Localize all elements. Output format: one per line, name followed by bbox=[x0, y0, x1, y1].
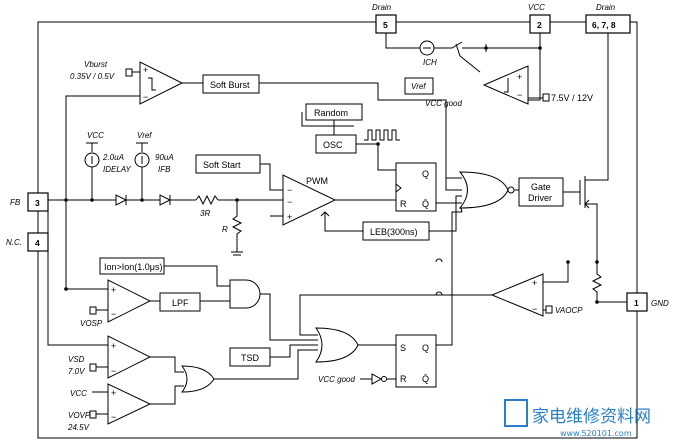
uvlo-comparator bbox=[482, 65, 529, 105]
vcc-good-top-label: VCC good bbox=[425, 99, 462, 108]
diode-1-icon bbox=[115, 194, 128, 206]
soft-burst-comparator bbox=[139, 61, 184, 105]
uvlo-plus: + bbox=[517, 72, 522, 82]
resistor-3r-icon bbox=[195, 194, 219, 206]
latch-s: S bbox=[400, 343, 406, 353]
sd-minus: − bbox=[111, 366, 116, 376]
pin-nc-name: N.C. bbox=[6, 238, 22, 247]
aocp-plus: + bbox=[532, 278, 537, 288]
soft-burst-label: Soft Burst bbox=[210, 80, 250, 90]
vref-block bbox=[404, 77, 434, 95]
gate-driver-line1: Gate bbox=[531, 182, 551, 192]
ovp-minus: − bbox=[111, 412, 116, 422]
osc-label: OSC bbox=[323, 140, 343, 150]
vaocp-label: VAOCP bbox=[555, 306, 583, 315]
wire-drain5 bbox=[385, 33, 420, 49]
diode-2-icon bbox=[159, 194, 172, 206]
pin-gnd-name: GND bbox=[651, 299, 669, 308]
latch-r: R bbox=[400, 374, 407, 384]
soft-burst-block bbox=[202, 74, 260, 94]
pin-vcc2-name: VCC bbox=[528, 3, 545, 12]
pin-drain678-number: 6, 7, 8 bbox=[592, 20, 616, 30]
ff-r: R bbox=[400, 199, 407, 209]
uvlo-thresholds: 7.5V / 12V bbox=[551, 93, 593, 103]
leb-label: LEB(300ns) bbox=[370, 227, 418, 237]
resistor-r-icon bbox=[231, 200, 243, 252]
pin-vcc2-number: 2 bbox=[537, 20, 542, 30]
osp-comparator bbox=[107, 279, 152, 323]
fb-vref-label: Vref bbox=[137, 131, 152, 140]
and-gate bbox=[229, 279, 261, 309]
pwm-minus2: − bbox=[287, 197, 292, 207]
sd-comparator bbox=[107, 335, 152, 379]
vsd-label: VSD bbox=[68, 355, 85, 364]
vburst-levels: 0.35V / 0.5V bbox=[70, 72, 115, 81]
res-3r-label: 3R bbox=[200, 209, 210, 218]
watermark-text: 家电维修资料网 bbox=[532, 407, 651, 427]
uvlo-minus: − bbox=[517, 90, 522, 100]
on-time-label: Ion>Ion(1.0μs) bbox=[104, 262, 162, 272]
vosp-label: VOSP bbox=[80, 319, 103, 328]
ff-q: Q bbox=[422, 169, 429, 179]
inverter-icon bbox=[371, 373, 383, 385]
tsd-label: TSD bbox=[241, 353, 260, 363]
ifb-label: IFB bbox=[158, 165, 171, 174]
vref-block-label: Vref bbox=[411, 82, 426, 91]
delay-current-value: 2.0uA bbox=[102, 153, 124, 162]
pwm-plus: + bbox=[287, 212, 292, 222]
random-label: Random bbox=[314, 108, 348, 118]
pin-drain5-name: Drain bbox=[372, 3, 392, 12]
pin-drain678-name: Drain bbox=[596, 3, 616, 12]
vovp-value: 24.5V bbox=[67, 423, 90, 432]
pin-drain5-number: 5 bbox=[383, 20, 388, 30]
aocp-comparator bbox=[490, 273, 544, 317]
pwm-label: PWM bbox=[306, 176, 328, 186]
osp-minus: − bbox=[111, 309, 116, 319]
ovp-comparator bbox=[107, 383, 152, 425]
latch-q: Q bbox=[422, 343, 429, 353]
idelay-label: IDELAY bbox=[103, 165, 132, 174]
vburst-label: Vburst bbox=[84, 60, 108, 69]
fb-current-value: 90uA bbox=[155, 153, 174, 162]
vsd-value: 7.0V bbox=[68, 367, 85, 376]
vovp-label: VOVP bbox=[68, 411, 91, 420]
or-gate-large bbox=[315, 327, 359, 363]
pwm-flipflop bbox=[395, 162, 437, 212]
ich-label: ICH bbox=[423, 58, 437, 67]
pin-fb-number: 3 bbox=[35, 198, 40, 208]
lpf-block bbox=[159, 292, 201, 312]
switch-control-wire bbox=[455, 43, 461, 57]
clock-waveform-icon bbox=[364, 129, 400, 141]
startup-switch bbox=[434, 41, 463, 49]
or-gate-small bbox=[180, 365, 215, 393]
burst-plus: + bbox=[143, 65, 148, 75]
nor-gate bbox=[458, 171, 509, 209]
burst-minus: − bbox=[143, 92, 148, 102]
pwm-comparator bbox=[282, 174, 337, 226]
gate-driver-line2: Driver bbox=[528, 193, 552, 203]
delay-vcc-label: VCC bbox=[87, 131, 104, 140]
lpf-label: LPF bbox=[172, 298, 189, 308]
sd-plus: + bbox=[111, 341, 116, 351]
aocp-minus: − bbox=[532, 304, 537, 314]
pin-nc-number: 4 bbox=[35, 238, 40, 248]
latch-qbar: Q̄ bbox=[422, 374, 429, 384]
ic-boundary bbox=[37, 21, 638, 439]
soft-start-label: Soft Start bbox=[203, 160, 241, 170]
ovp-plus: + bbox=[111, 388, 116, 398]
pin-fb-name: FB bbox=[10, 198, 21, 207]
pin-gnd-number: 1 bbox=[634, 298, 639, 308]
sense-resistor-icon bbox=[591, 262, 627, 303]
ff-qbar: Q̄ bbox=[422, 199, 429, 209]
protection-latch bbox=[395, 334, 437, 388]
watermark-url: www.520101.com bbox=[560, 429, 632, 438]
res-r-label: R bbox=[222, 225, 228, 234]
watermark-logo-icon bbox=[504, 399, 528, 427]
pwm-minus1: − bbox=[287, 185, 292, 195]
osp-plus: + bbox=[111, 285, 116, 295]
vcc-comp-label: VCC bbox=[70, 389, 87, 398]
vcc-good-bottom-label: VCC good bbox=[318, 375, 355, 384]
